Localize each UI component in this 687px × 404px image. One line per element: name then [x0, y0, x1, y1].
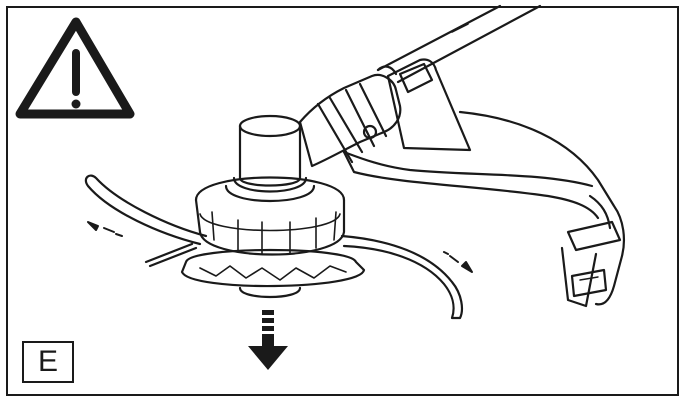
trimmer-line-right	[340, 234, 463, 320]
rotation-arrow-left-icon	[87, 221, 123, 237]
bump-knob	[180, 248, 366, 299]
rotation-arrow-right-icon	[443, 251, 473, 273]
spool-body	[194, 176, 346, 256]
trimmer-line-left	[84, 174, 208, 268]
guard	[342, 58, 625, 308]
panel-label: E	[22, 341, 74, 383]
down-arrow-icon	[248, 310, 288, 370]
gear-housing	[298, 65, 402, 168]
head-cap	[224, 114, 316, 203]
warning-triangle-icon	[15, 17, 135, 119]
shaft	[376, 4, 542, 84]
